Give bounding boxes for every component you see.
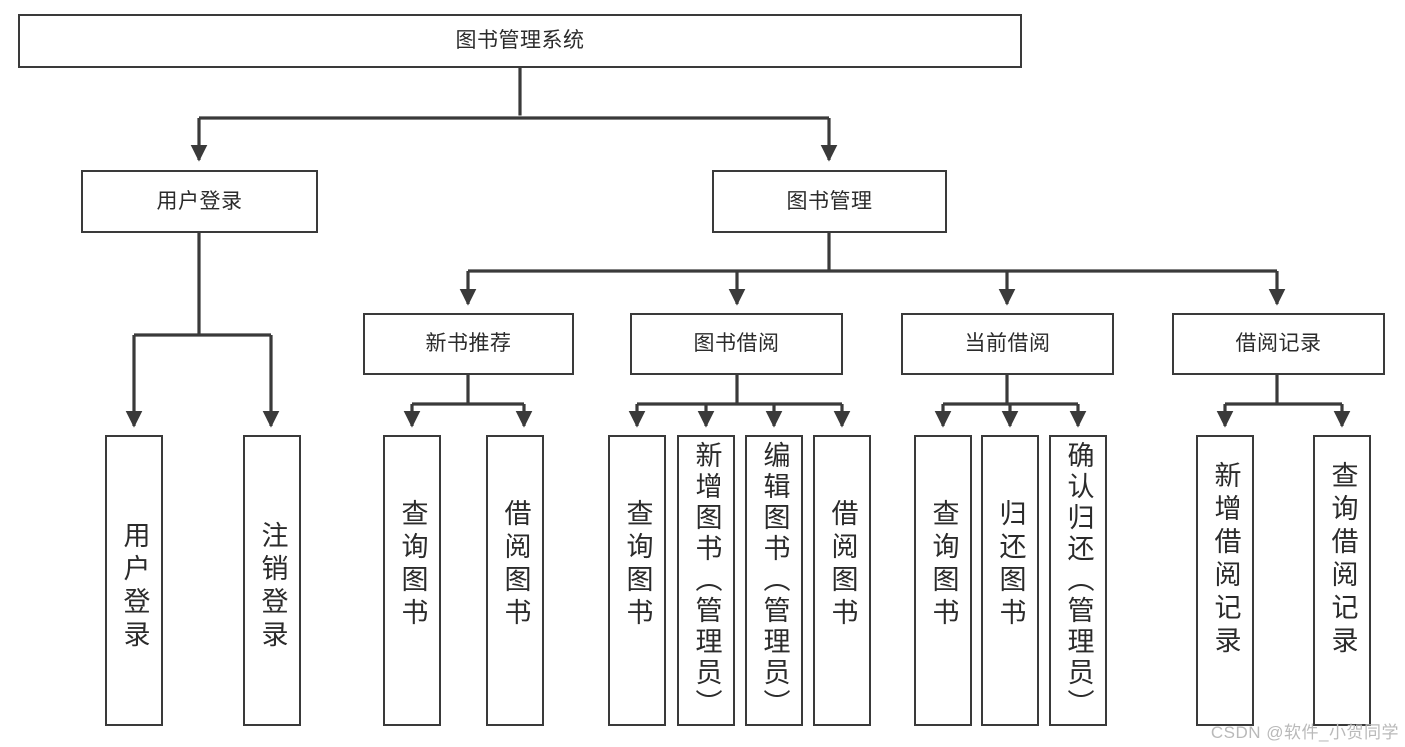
node-user-login[interactable]: 用户登录 [81,170,318,233]
leaf-user-login[interactable]: 用户登录 [105,435,163,726]
node-new-book-recommend-label: 新书推荐 [425,332,512,356]
leaf-add-book[interactable]: 新增图书（管理员） [677,435,735,726]
node-user-login-label: 用户登录 [156,189,243,213]
leaf-user-login-label: 用户登录 [119,521,150,653]
node-book-manage-label: 图书管理 [786,189,873,213]
node-borrow-record-label: 借阅记录 [1235,332,1322,356]
leaf-borrow-book-1-label: 借阅图书 [500,499,531,631]
node-current-borrow[interactable]: 当前借阅 [901,313,1114,375]
leaf-edit-book[interactable]: 编辑图书（管理员） [745,435,803,726]
leaf-query-record[interactable]: 查询借阅记录 [1313,435,1371,726]
node-current-borrow-label: 当前借阅 [964,332,1051,356]
leaf-borrow-book-2[interactable]: 借阅图书 [813,435,871,726]
node-root-label: 图书管理系统 [455,29,585,53]
leaf-query-book-2[interactable]: 查询图书 [608,435,666,726]
leaf-add-record[interactable]: 新增借阅记录 [1196,435,1254,726]
leaf-query-book-3[interactable]: 查询图书 [914,435,972,726]
leaf-borrow-book-2-label: 借阅图书 [827,499,858,631]
leaf-add-record-label: 新增借阅记录 [1210,461,1241,659]
node-book-borrow[interactable]: 图书借阅 [630,313,843,375]
leaf-add-book-label: 新增图书（管理员） [691,441,722,720]
node-book-borrow-label: 图书借阅 [693,332,780,356]
leaf-borrow-book-1[interactable]: 借阅图书 [486,435,544,726]
node-borrow-record[interactable]: 借阅记录 [1172,313,1385,375]
leaf-return-book-label: 归还图书 [995,499,1026,631]
leaf-query-book-2-label: 查询图书 [622,499,653,631]
leaf-logout-login-label: 注销登录 [257,521,288,653]
node-new-book-recommend[interactable]: 新书推荐 [363,313,574,375]
leaf-query-book-1-label: 查询图书 [397,499,428,631]
leaf-query-book-1[interactable]: 查询图书 [383,435,441,726]
leaf-query-book-3-label: 查询图书 [928,499,959,631]
node-root[interactable]: 图书管理系统 [18,14,1022,68]
leaf-query-record-label: 查询借阅记录 [1327,461,1358,659]
leaf-edit-book-label: 编辑图书（管理员） [759,441,790,720]
node-book-manage[interactable]: 图书管理 [712,170,947,233]
leaf-confirm-return-label: 确认归还（管理员） [1063,441,1094,720]
leaf-return-book[interactable]: 归还图书 [981,435,1039,726]
leaf-confirm-return[interactable]: 确认归还（管理员） [1049,435,1107,726]
leaf-logout-login[interactable]: 注销登录 [243,435,301,726]
